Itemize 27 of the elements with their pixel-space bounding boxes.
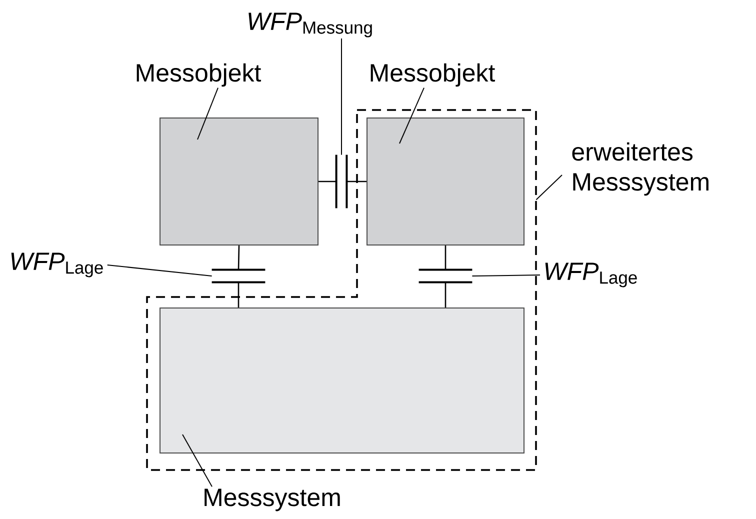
label: WFP$_{Lage}$	[11, 252, 103, 278]
connector-line	[238, 245, 240, 270]
connector-line	[318, 180, 336, 182]
label: Messobjekt	[370, 63, 496, 87]
connector-line	[238, 282, 240, 308]
block	[160, 118, 318, 246]
leader-line	[182, 434, 212, 488]
capacitor-symbol	[335, 154, 348, 208]
leader-line	[341, 38, 342, 156]
label: Messsystem	[204, 488, 340, 512]
leader-line	[197, 87, 218, 140]
label: erweitertes Messsystem	[572, 142, 708, 196]
leader-line	[399, 87, 424, 144]
connector-line	[444, 246, 446, 270]
label: WFP$_{Lage}$	[545, 262, 637, 288]
label: Messobjekt	[136, 63, 262, 87]
block	[160, 308, 524, 454]
leader-line	[106, 264, 212, 276]
capacitor-symbol	[212, 268, 266, 284]
block	[366, 118, 524, 246]
connector-line	[346, 180, 366, 182]
capacitor-symbol	[418, 268, 472, 284]
leader-line	[536, 174, 562, 200]
leader-line	[472, 274, 540, 276]
label: WFP$_{Messung}$	[248, 12, 372, 38]
connector-line	[444, 282, 446, 308]
dashed-boundary	[146, 109, 537, 471]
